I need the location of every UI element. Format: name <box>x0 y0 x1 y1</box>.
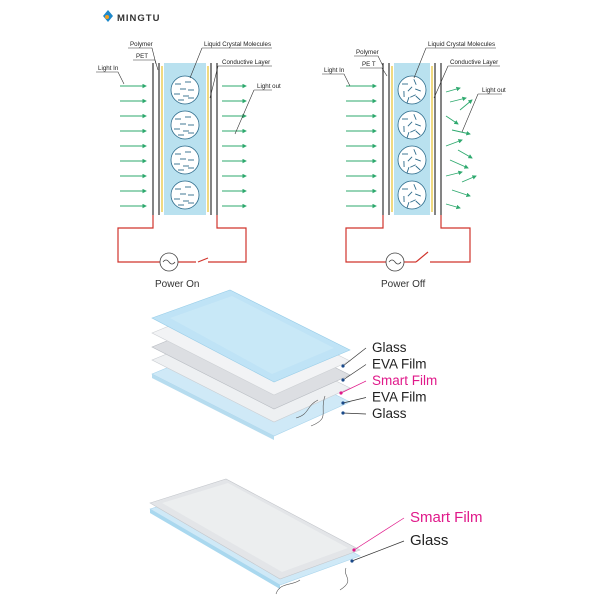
brand-name: MINGTU <box>117 13 160 24</box>
liquid-crystal-droplet <box>171 76 199 104</box>
layer-label: Glass <box>372 406 407 421</box>
layer-marker-dot <box>350 559 353 562</box>
layer-label: EVA Film <box>372 390 427 405</box>
layer-marker-dot <box>341 378 344 381</box>
scattered-ray-arrow <box>446 88 460 92</box>
label-light-in: Light In <box>324 67 345 74</box>
layer-label: Glass <box>372 340 407 355</box>
brand-logo-dot-icon <box>105 15 109 19</box>
liquid-crystal-droplet <box>398 111 426 139</box>
brand-logo: MINGTU <box>103 10 160 24</box>
film-wire <box>340 568 348 590</box>
layer-label: Smart Film <box>410 509 483 526</box>
power-circuit <box>118 215 246 271</box>
liquid-crystal-droplet <box>398 76 426 104</box>
scattered-ray-arrow <box>446 204 460 208</box>
label-light-out: Light out <box>482 87 506 94</box>
layer-leader-line <box>343 413 366 414</box>
layer-marker-dot <box>339 391 342 394</box>
layer-marker-dot <box>352 548 355 551</box>
liquid-crystal-droplet <box>171 146 199 174</box>
scattered-ray-arrow <box>460 100 472 110</box>
label-light-in: Light In <box>98 65 119 72</box>
label-conductive-layer: Conductive Layer <box>222 59 270 66</box>
scattered-ray-arrow <box>452 190 470 196</box>
light-in-arrows <box>120 86 146 206</box>
layer-leader-line <box>354 518 404 550</box>
scattered-ray-arrow <box>446 172 462 176</box>
label-polymer: Polymer <box>356 49 379 56</box>
switch-closed <box>198 258 208 262</box>
liquid-crystal-droplet <box>398 181 426 209</box>
scattered-light-arrows <box>446 88 476 208</box>
layer-marker-dot <box>341 364 344 367</box>
label-light-out: Light out <box>257 83 281 90</box>
scattered-ray-arrow <box>450 160 468 168</box>
film-cell <box>383 63 441 215</box>
label-liquid-crystal: Liquid Crystal Molecules <box>428 41 495 48</box>
liquid-crystal-droplet <box>398 146 426 174</box>
power-circuit <box>346 215 470 271</box>
label-pet: PET <box>136 53 148 60</box>
liquid-crystal-droplet <box>171 111 199 139</box>
light-out-arrows <box>222 86 246 206</box>
power-on-diagram: Polymer PET Liquid Crystal Molecules Con… <box>96 41 281 290</box>
layer-leader-line <box>352 541 404 561</box>
layer-label: EVA Film <box>372 357 427 372</box>
scattered-ray-arrow <box>446 116 458 124</box>
scattered-ray-arrow <box>452 130 470 134</box>
layer-leader-line <box>343 365 366 381</box>
scattered-ray-arrow <box>450 98 466 102</box>
layer-marker-dot <box>341 411 344 414</box>
layer-label: Smart Film <box>372 373 437 388</box>
label-pet: PE T <box>362 61 376 68</box>
caption-power-off: Power Off <box>381 279 425 290</box>
power-off-diagram: Polymer PE T Liquid Crystal Molecules Co… <box>322 41 506 290</box>
label-liquid-crystal: Liquid Crystal Molecules <box>204 41 271 48</box>
label-polymer: Polymer <box>130 41 153 48</box>
film-cell <box>153 63 217 215</box>
light-in-arrows <box>346 86 376 206</box>
liquid-crystal-droplet <box>171 181 199 209</box>
layer-label: Glass <box>410 532 448 549</box>
layer-marker-dot <box>341 401 344 404</box>
switch-open <box>416 252 428 262</box>
scattered-ray-arrow <box>446 140 462 146</box>
scattered-ray-arrow <box>462 176 476 182</box>
label-conductive-layer: Conductive Layer <box>450 59 498 66</box>
caption-power-on: Power On <box>155 279 199 290</box>
scattered-ray-arrow <box>458 150 472 158</box>
